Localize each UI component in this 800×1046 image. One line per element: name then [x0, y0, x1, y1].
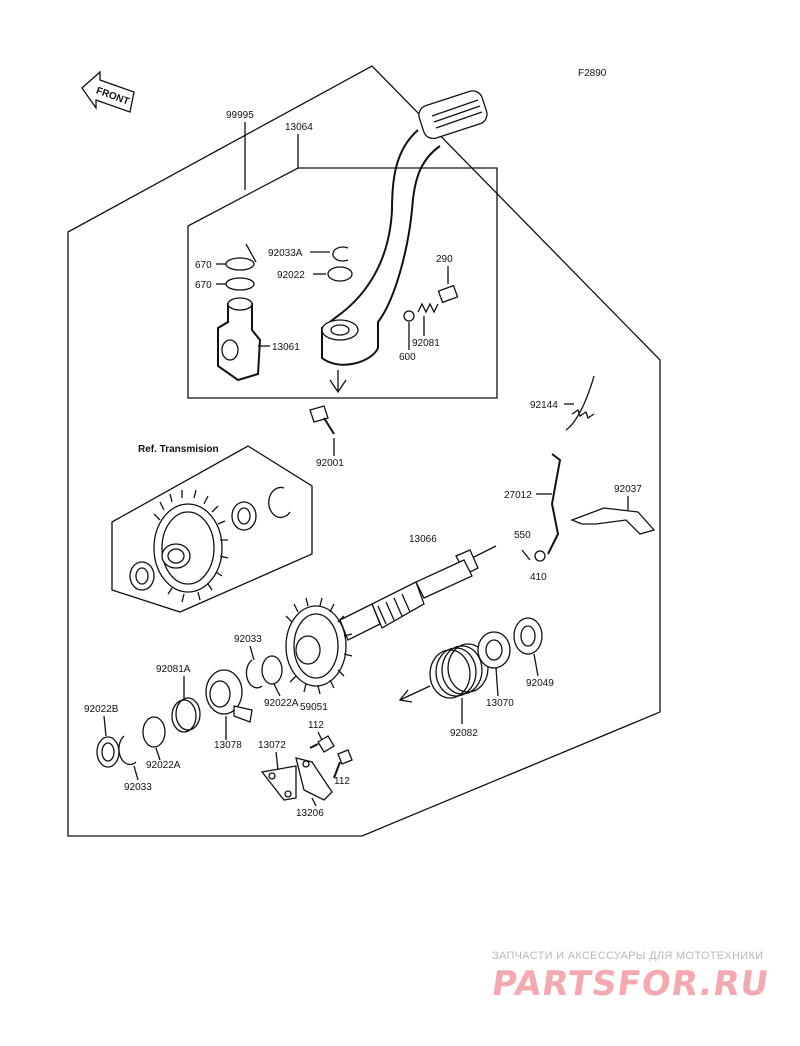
part-92022A-bottom: 92022A — [146, 760, 181, 771]
washer-92022A-bottom — [142, 716, 166, 748]
spring-92144 — [565, 375, 595, 431]
part-670-b: 670 — [195, 280, 212, 291]
part-92022: 92022 — [277, 270, 305, 281]
part-600: 600 — [399, 352, 416, 363]
part-92081: 92081 — [412, 338, 440, 349]
part-92033-bottom: 92033 — [124, 782, 152, 793]
part-92022A-top: 92022A — [264, 698, 299, 709]
spring-92082 — [398, 643, 489, 703]
washer-92022B — [96, 736, 120, 768]
part-13206: 13206 — [296, 808, 324, 819]
kick-shaft-13066 — [339, 545, 497, 641]
part-13078: 13078 — [214, 740, 242, 751]
washer-92022 — [327, 266, 353, 282]
part-92001: 92001 — [316, 458, 344, 469]
spring-92081 — [417, 302, 439, 314]
front-arrow-icon: FRONT — [81, 70, 135, 113]
part-92037: 92037 — [614, 484, 642, 495]
part-13070: 13070 — [486, 698, 514, 709]
assembly-boundary — [67, 65, 661, 837]
part-13066: 13066 — [409, 534, 437, 545]
part-99995: 99995 — [226, 110, 254, 121]
part-13064: 13064 — [285, 122, 313, 133]
bolt-92001 — [309, 405, 335, 435]
part-92022B: 92022B — [84, 704, 119, 715]
figure-code: F2890 — [578, 68, 607, 79]
part-670-a: 670 — [195, 260, 212, 271]
rod-27012 — [547, 453, 562, 555]
part-92033-top: 92033 — [234, 634, 262, 645]
collar-13070 — [477, 631, 511, 669]
part-290: 290 — [436, 254, 453, 265]
ref-transmission-box — [111, 445, 313, 613]
gear-59051 — [285, 597, 353, 695]
bolt-112-bottom — [333, 749, 353, 779]
plug-290 — [437, 284, 459, 304]
part-112-bottom: 112 — [334, 776, 350, 787]
part-92081A: 92081A — [156, 664, 191, 675]
circlip-92033-bottom — [118, 735, 137, 766]
pin-550 — [521, 549, 531, 561]
part-59051: 59051 — [300, 702, 328, 713]
watermark-logo: PARTSFOR.RU — [489, 964, 772, 1004]
circlip-92033A — [332, 246, 349, 262]
kick-lever — [321, 90, 488, 366]
part-92082: 92082 — [450, 728, 478, 739]
ref-washer-left — [129, 561, 155, 591]
part-27012: 27012 — [504, 490, 532, 501]
washer-410 — [534, 550, 546, 562]
circlip-92033-top — [245, 659, 263, 689]
bolt-112-top — [309, 735, 335, 753]
plate-92037 — [570, 507, 656, 535]
ref-washer-mid — [231, 501, 257, 531]
ref-circlip — [268, 486, 291, 519]
watermark-tagline: ЗАПЧАСТИ И АКСЕССУАРЫ ДЛЯ МОТОТЕХНИКИ — [492, 950, 764, 962]
part-550: 550 — [514, 530, 531, 541]
part-410: 410 — [530, 572, 547, 583]
shaft-13061 — [217, 257, 262, 382]
part-92033A: 92033A — [268, 248, 303, 259]
part-112-top: 112 — [308, 720, 324, 731]
transmission-gear — [153, 489, 229, 603]
plate-13206 — [295, 757, 333, 801]
part-13072: 13072 — [258, 740, 286, 751]
ratchet-13078 — [205, 669, 253, 723]
washer-92022A-top — [261, 655, 283, 685]
part-92144: 92144 — [530, 400, 558, 411]
part-92049: 92049 — [526, 678, 554, 689]
seal-92049 — [513, 617, 543, 655]
kick-lever-box — [187, 167, 498, 399]
part-13061: 13061 — [272, 342, 300, 353]
ball-600 — [403, 310, 415, 322]
ref-transmission-label: Ref. Transmision — [138, 444, 219, 455]
